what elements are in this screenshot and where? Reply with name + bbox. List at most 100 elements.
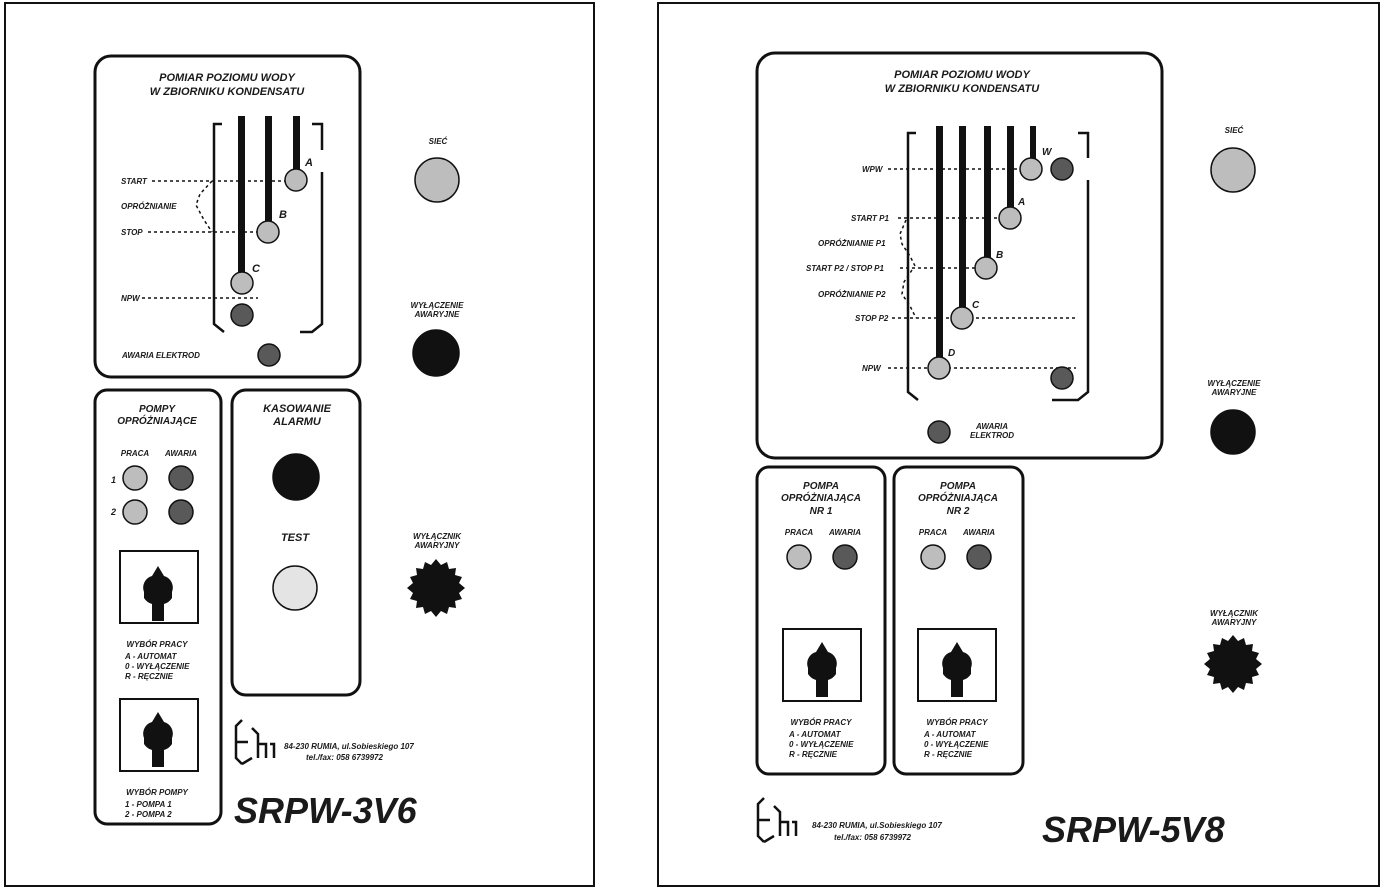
right-awaria-elektrod-label-2: ELEKTROD	[970, 431, 1014, 440]
left-test-button[interactable]	[272, 565, 318, 611]
left-breaker-label-2: AWARYJNY	[414, 541, 460, 550]
right-breaker-label-1: WYŁĄCZNIK	[1210, 609, 1259, 618]
right-pump1-awaria-lamp	[832, 544, 858, 570]
right-electrode-c-lamp	[950, 306, 974, 330]
left-electrode-rod-c	[238, 116, 245, 278]
right-pump1-praca-label: PRACA	[785, 528, 814, 537]
right-pump1-mode-r: R - RĘCZNIE	[789, 750, 838, 759]
right-start-p1-label: START P1	[851, 214, 889, 223]
left-mode-r: R - RĘCZNIE	[125, 672, 174, 681]
right-pump2-title-3: NR 2	[947, 506, 970, 517]
left-awaria-label: AWARIA	[164, 449, 197, 458]
left-reset-box-border	[230, 388, 362, 697]
right-pump2-awaria-lamp	[966, 544, 992, 570]
right-electrode-b-lamp	[974, 256, 998, 280]
left-emergency-label-1: WYŁĄCZENIE	[411, 301, 465, 310]
right-breaker-knob[interactable]	[1204, 635, 1262, 693]
left-level-box-border	[93, 54, 362, 379]
right-pump2-mode-title: WYBÓR PRACY	[927, 718, 989, 727]
left-mode-a: A - AUTOMAT	[124, 652, 178, 661]
left-electrode-a-label: A	[304, 157, 313, 169]
left-panel-frame	[4, 2, 595, 887]
right-siec-lamp	[1210, 147, 1256, 193]
right-stop-p2-label: STOP P2	[855, 314, 889, 323]
right-electrode-rod-b	[984, 126, 991, 260]
right-awaria-elektrod-label-1: AWARIA	[975, 422, 1008, 431]
left-emergency-label-2: AWARYJNE	[414, 310, 460, 319]
left-oproznianie-bracket	[195, 180, 213, 233]
right-level-title-2: W ZBIORNIKU KONDENSATU	[885, 83, 1040, 95]
right-address: 84-230 RUMIA, ul.Sobieskiego 107	[812, 821, 942, 830]
right-pump1-awaria-label: AWARIA	[828, 528, 861, 537]
right-pump1-praca-lamp	[786, 544, 812, 570]
right-pump2-mode-r: R - RĘCZNIE	[924, 750, 973, 759]
right-npw-alarm-lamp	[1050, 366, 1074, 390]
right-start-p2-stop-p1-label: START P2 / STOP P1	[806, 264, 885, 273]
left-mode-0: 0 - WYŁĄCZENIE	[125, 662, 190, 671]
right-pump1-title-2: OPRÓŻNIAJĄCA	[781, 491, 861, 504]
left-test-label: TEST	[281, 532, 310, 544]
left-reset-title-1: KASOWANIE	[263, 403, 332, 415]
right-electrode-rod-d	[936, 126, 943, 362]
left-row-2-label: 2	[110, 507, 116, 517]
left-pump1-awaria-lamp	[168, 465, 194, 491]
right-pump1-mode-0: 0 - WYŁĄCZENIE	[789, 740, 854, 749]
right-electrode-rod-a	[1007, 126, 1014, 210]
left-oproznianie-label: OPRÓŻNIANIE	[121, 202, 177, 211]
left-pump-select-title: WYBÓR POMPY	[126, 788, 188, 797]
left-reset-button[interactable]	[272, 453, 320, 501]
right-phone: tel./fax: 058 6739972	[834, 833, 911, 842]
left-pumps-box-border	[93, 388, 223, 826]
right-oproznianie-p2-label: OPRÓŻNIANIE P2	[818, 290, 886, 299]
left-pump-select-2: 2 - POMPA 2	[124, 810, 172, 819]
right-emergency-lamp	[1210, 409, 1256, 455]
left-siec-label: SIEĆ	[429, 137, 448, 146]
right-pump1-title-1: POMPA	[803, 481, 839, 492]
left-stop-label: STOP	[121, 228, 143, 237]
right-electrode-rod-w	[1030, 126, 1036, 160]
right-electrode-d-label: D	[948, 348, 955, 359]
right-emergency-label-1: WYŁĄCZENIE	[1208, 379, 1262, 388]
left-panel: POMIAR POZIOMU WODY W ZBIORNIKU KONDENSA…	[4, 2, 595, 887]
right-oproznianie-p1-bracket	[899, 219, 917, 269]
right-electrode-d-lamp	[927, 356, 951, 380]
right-pump2-mode-0: 0 - WYŁĄCZENIE	[924, 740, 989, 749]
right-siec-label: SIEĆ	[1225, 126, 1244, 135]
right-oproznianie-p2-bracket	[901, 269, 917, 319]
right-oproznianie-p1-label: OPRÓŻNIANIE P1	[818, 239, 886, 248]
left-pump2-praca-lamp	[122, 499, 148, 525]
left-level-title-2: W ZBIORNIKU KONDENSATU	[150, 86, 305, 98]
right-electrode-w-label: W	[1042, 147, 1053, 158]
left-start-label: START	[121, 177, 148, 186]
right-electrode-rod-c	[959, 126, 966, 312]
right-npw-label: NPW	[862, 364, 882, 373]
right-breaker-label-2: AWARYJNY	[1211, 618, 1257, 627]
right-pump2-praca-lamp	[920, 544, 946, 570]
left-emergency-lamp	[412, 329, 460, 377]
left-pump1-praca-lamp	[122, 465, 148, 491]
right-pump1-mode-title: WYBÓR PRACY	[791, 718, 853, 727]
right-electrode-a-lamp	[998, 206, 1022, 230]
left-electrode-rod-a	[293, 116, 300, 176]
right-level-title-1: POMIAR POZIOMU WODY	[894, 69, 1031, 81]
left-model-name: SRPW-3V6	[234, 790, 418, 831]
left-npw-lamp	[230, 303, 254, 327]
right-emergency-label-2: AWARYJNE	[1211, 388, 1257, 397]
left-row-1-label: 1	[111, 475, 116, 485]
left-pump2-awaria-lamp	[168, 499, 194, 525]
right-electrode-a-label: A	[1017, 197, 1025, 208]
right-wpw-alarm-lamp	[1050, 157, 1074, 181]
right-awaria-elektrod-lamp	[927, 420, 951, 444]
left-logo	[234, 719, 276, 766]
left-electrode-b-label: B	[279, 209, 287, 221]
left-breaker-knob[interactable]	[407, 559, 465, 617]
right-electrode-c-label: C	[972, 300, 980, 311]
right-model-name: SRPW-5V8	[1042, 809, 1225, 850]
left-reset-title-2: ALARMU	[272, 416, 322, 428]
left-level-box: POMIAR POZIOMU WODY W ZBIORNIKU KONDENSA…	[93, 54, 362, 379]
left-reset-box: KASOWANIE ALARMU TEST	[230, 388, 362, 697]
right-tank-bracket-right	[1052, 131, 1090, 402]
right-pump2-title-1: POMPA	[940, 481, 976, 492]
right-level-box-border	[755, 51, 1164, 460]
left-electrode-c-label: C	[252, 263, 261, 275]
